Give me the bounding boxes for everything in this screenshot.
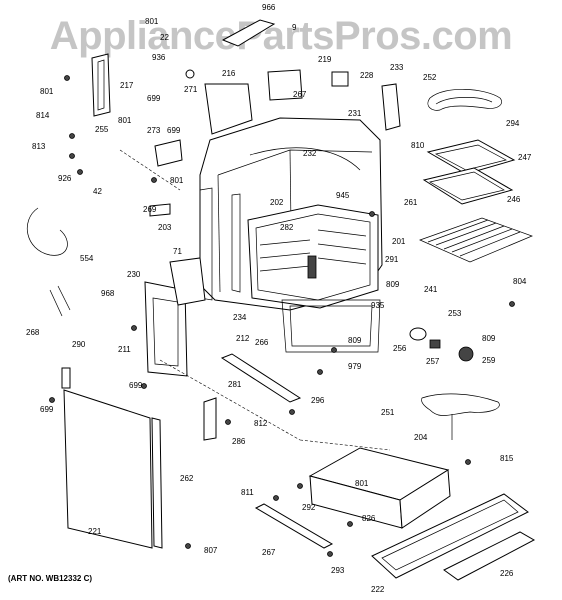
storage-drawer (308, 447, 536, 581)
part-label: 251 (381, 408, 395, 417)
part-label: 257 (426, 357, 440, 366)
part-label: 71 (173, 247, 182, 256)
broil-element (427, 89, 502, 111)
part-label: 699 (147, 94, 161, 103)
broil-pan (422, 139, 516, 205)
part-label: 267 (293, 90, 307, 99)
part-label: 811 (241, 488, 254, 497)
part-label: 291 (385, 255, 399, 264)
part-label: 201 (392, 237, 406, 246)
part-label: 203 (158, 223, 172, 232)
part-label: 247 (518, 153, 532, 162)
part-label: 807 (204, 546, 218, 555)
part-label: 241 (424, 285, 438, 294)
part-label: 22 (160, 33, 169, 42)
part-label: 936 (152, 53, 166, 62)
part-label: 212 (236, 334, 250, 343)
oven-cavity (247, 204, 379, 309)
part-label: 801 (170, 176, 184, 185)
part-label: 801 (355, 479, 369, 488)
part-label: 935 (371, 301, 385, 310)
part-label: 815 (500, 454, 514, 463)
part-label: 230 (127, 270, 141, 279)
part-label: 699 (40, 405, 54, 414)
part-label: 221 (88, 527, 102, 536)
part-label: 259 (482, 356, 496, 365)
part-label: 253 (448, 309, 462, 318)
part-label: 211 (118, 345, 131, 354)
oven-rack (419, 217, 533, 263)
part-label: 809 (482, 334, 496, 343)
part-label: 801 (145, 17, 159, 26)
part-label: 926 (58, 174, 72, 183)
part-label: 232 (303, 149, 317, 158)
part-label: 261 (404, 198, 418, 207)
trim-rails (203, 353, 334, 549)
control-knobs (409, 327, 474, 362)
part-label: 226 (500, 569, 514, 578)
part-label: 273 (147, 126, 161, 135)
part-label: 233 (390, 63, 404, 72)
part-label: 801 (118, 116, 132, 125)
part-label: 282 (280, 223, 294, 232)
part-label: 810 (411, 141, 425, 150)
part-label: 42 (93, 187, 102, 196)
part-label: 296 (311, 396, 325, 405)
part-label: 216 (222, 69, 236, 78)
part-label: 267 (262, 548, 276, 557)
part-label: 246 (507, 195, 521, 204)
part-label: 554 (80, 254, 94, 263)
bake-element (421, 393, 500, 440)
part-label: 222 (371, 585, 385, 594)
part-label: 234 (233, 313, 247, 322)
part-label: 801 (40, 87, 54, 96)
oven-door (63, 389, 163, 549)
part-label: 228 (360, 71, 374, 80)
part-label: 966 (262, 3, 276, 12)
part-label: 290 (72, 340, 86, 349)
part-label: 809 (386, 280, 400, 289)
power-cords (27, 207, 71, 317)
part-label: 9 (292, 23, 297, 32)
part-label: 202 (270, 198, 284, 207)
part-label: 813 (32, 142, 46, 151)
part-label: 255 (95, 125, 109, 134)
fasteners (49, 75, 515, 557)
rear-brackets (91, 19, 401, 217)
part-label: 814 (36, 111, 50, 120)
part-label: 268 (26, 328, 40, 337)
part-label: 271 (184, 85, 198, 94)
part-label: 266 (255, 338, 269, 347)
part-label: 699 (167, 126, 181, 135)
part-label: 269 (143, 205, 157, 214)
art-number: (ART NO. WB12332 C) (8, 574, 93, 583)
part-label: 292 (302, 503, 316, 512)
part-label: 293 (331, 566, 345, 575)
side-panels (61, 257, 206, 389)
part-label: 979 (348, 362, 362, 371)
part-label: 217 (120, 81, 134, 90)
part-label: 219 (318, 55, 332, 64)
part-label: 945 (336, 191, 350, 200)
part-label: 204 (414, 433, 428, 442)
part-label: 281 (228, 380, 242, 389)
part-label: 256 (393, 344, 407, 353)
part-label: 286 (232, 437, 246, 446)
part-label: 809 (348, 336, 362, 345)
part-label: 294 (506, 119, 520, 128)
watermark: AppliancePartsPros.com (49, 14, 513, 58)
part-label: 252 (423, 73, 437, 82)
part-label: 804 (513, 277, 527, 286)
part-label: 968 (101, 289, 115, 298)
part-label: 699 (129, 381, 143, 390)
part-label: 231 (348, 109, 362, 118)
part-label: 812 (254, 419, 268, 428)
part-label: 826 (362, 514, 376, 523)
part-label: 262 (180, 474, 194, 483)
assembly-lines (119, 149, 391, 451)
